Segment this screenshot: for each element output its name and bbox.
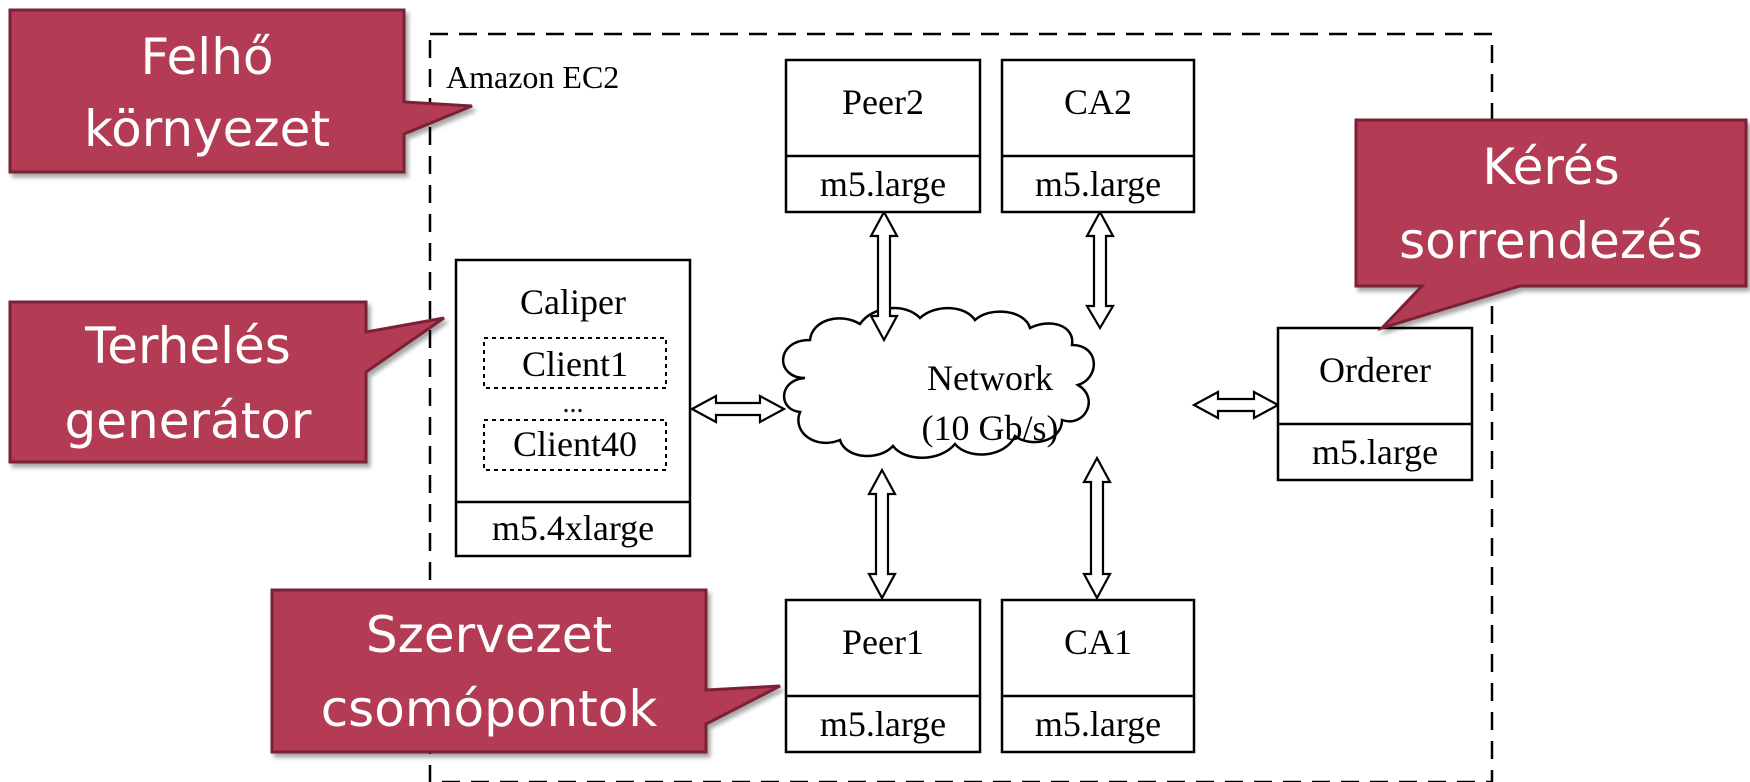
orderer-instance: m5.large — [1312, 432, 1438, 472]
network-label: Network — [927, 358, 1053, 398]
callout-organization-nodes: Szervezet csomópontok — [270, 588, 781, 754]
arrow-caliper-network — [689, 394, 787, 424]
node-peer1: Peer1 m5.large — [784, 598, 982, 754]
peer2-instance: m5.large — [820, 164, 946, 204]
client1-box — [483, 337, 667, 389]
caliper-name: Caliper — [520, 282, 626, 322]
node-peer2: Peer2 m5.large — [784, 58, 982, 214]
node-caliper: Caliper Client1 ... Client40 m5.4xlarge — [454, 258, 692, 558]
node-ca1: CA1 m5.large — [1000, 598, 1196, 754]
arrow-peer2-network — [869, 209, 899, 343]
callout-request-ordering-line2: sorrendezés — [1399, 212, 1703, 270]
client1-label: Client1 — [522, 344, 628, 384]
callout-cloud-environment-line1: Felhő — [141, 28, 274, 86]
callout-cloud-environment-line2: környezet — [84, 100, 330, 158]
node-ca2: CA2 m5.large — [1000, 58, 1196, 214]
callout-load-generator-line2: generátor — [65, 392, 312, 450]
arrow-ca2-network — [1085, 209, 1115, 331]
callout-load-generator: Terhelés generátor — [8, 300, 445, 464]
network-bandwidth: (10 Gb/s) — [922, 408, 1059, 448]
callout-organization-nodes-line1: Szervezet — [366, 606, 612, 664]
ca2-instance: m5.large — [1035, 164, 1161, 204]
caliper-instance: m5.4xlarge — [492, 508, 654, 548]
peer2-name: Peer2 — [842, 82, 924, 122]
callout-request-ordering: Kérés sorrendezés — [1354, 118, 1748, 332]
callout-cloud-environment: Felhő környezet — [8, 8, 473, 174]
amazon-ec2-boundary — [428, 32, 1494, 782]
callout-load-generator-line1: Terhelés — [84, 317, 291, 375]
ca2-name: CA2 — [1064, 82, 1132, 122]
peer1-name: Peer1 — [842, 622, 924, 662]
peer1-instance: m5.large — [820, 704, 946, 744]
environment-label: Amazon EC2 — [446, 59, 619, 95]
node-orderer: Orderer m5.large — [1276, 326, 1474, 482]
arrow-network-ca1 — [1082, 455, 1112, 601]
client40-box — [483, 419, 667, 471]
network-cloud: Network (10 Gb/s) — [781, 306, 1095, 459]
orderer-name: Orderer — [1319, 350, 1431, 390]
arrow-network-orderer — [1191, 390, 1281, 420]
ca1-name: CA1 — [1064, 622, 1132, 662]
callout-request-ordering-line1: Kérés — [1482, 138, 1619, 196]
client40-label: Client40 — [513, 424, 637, 464]
ca1-instance: m5.large — [1035, 704, 1161, 744]
arrow-network-peer1 — [867, 467, 897, 601]
callout-organization-nodes-line2: csomópontok — [321, 680, 658, 738]
clients-ellipsis: ... — [563, 388, 584, 419]
